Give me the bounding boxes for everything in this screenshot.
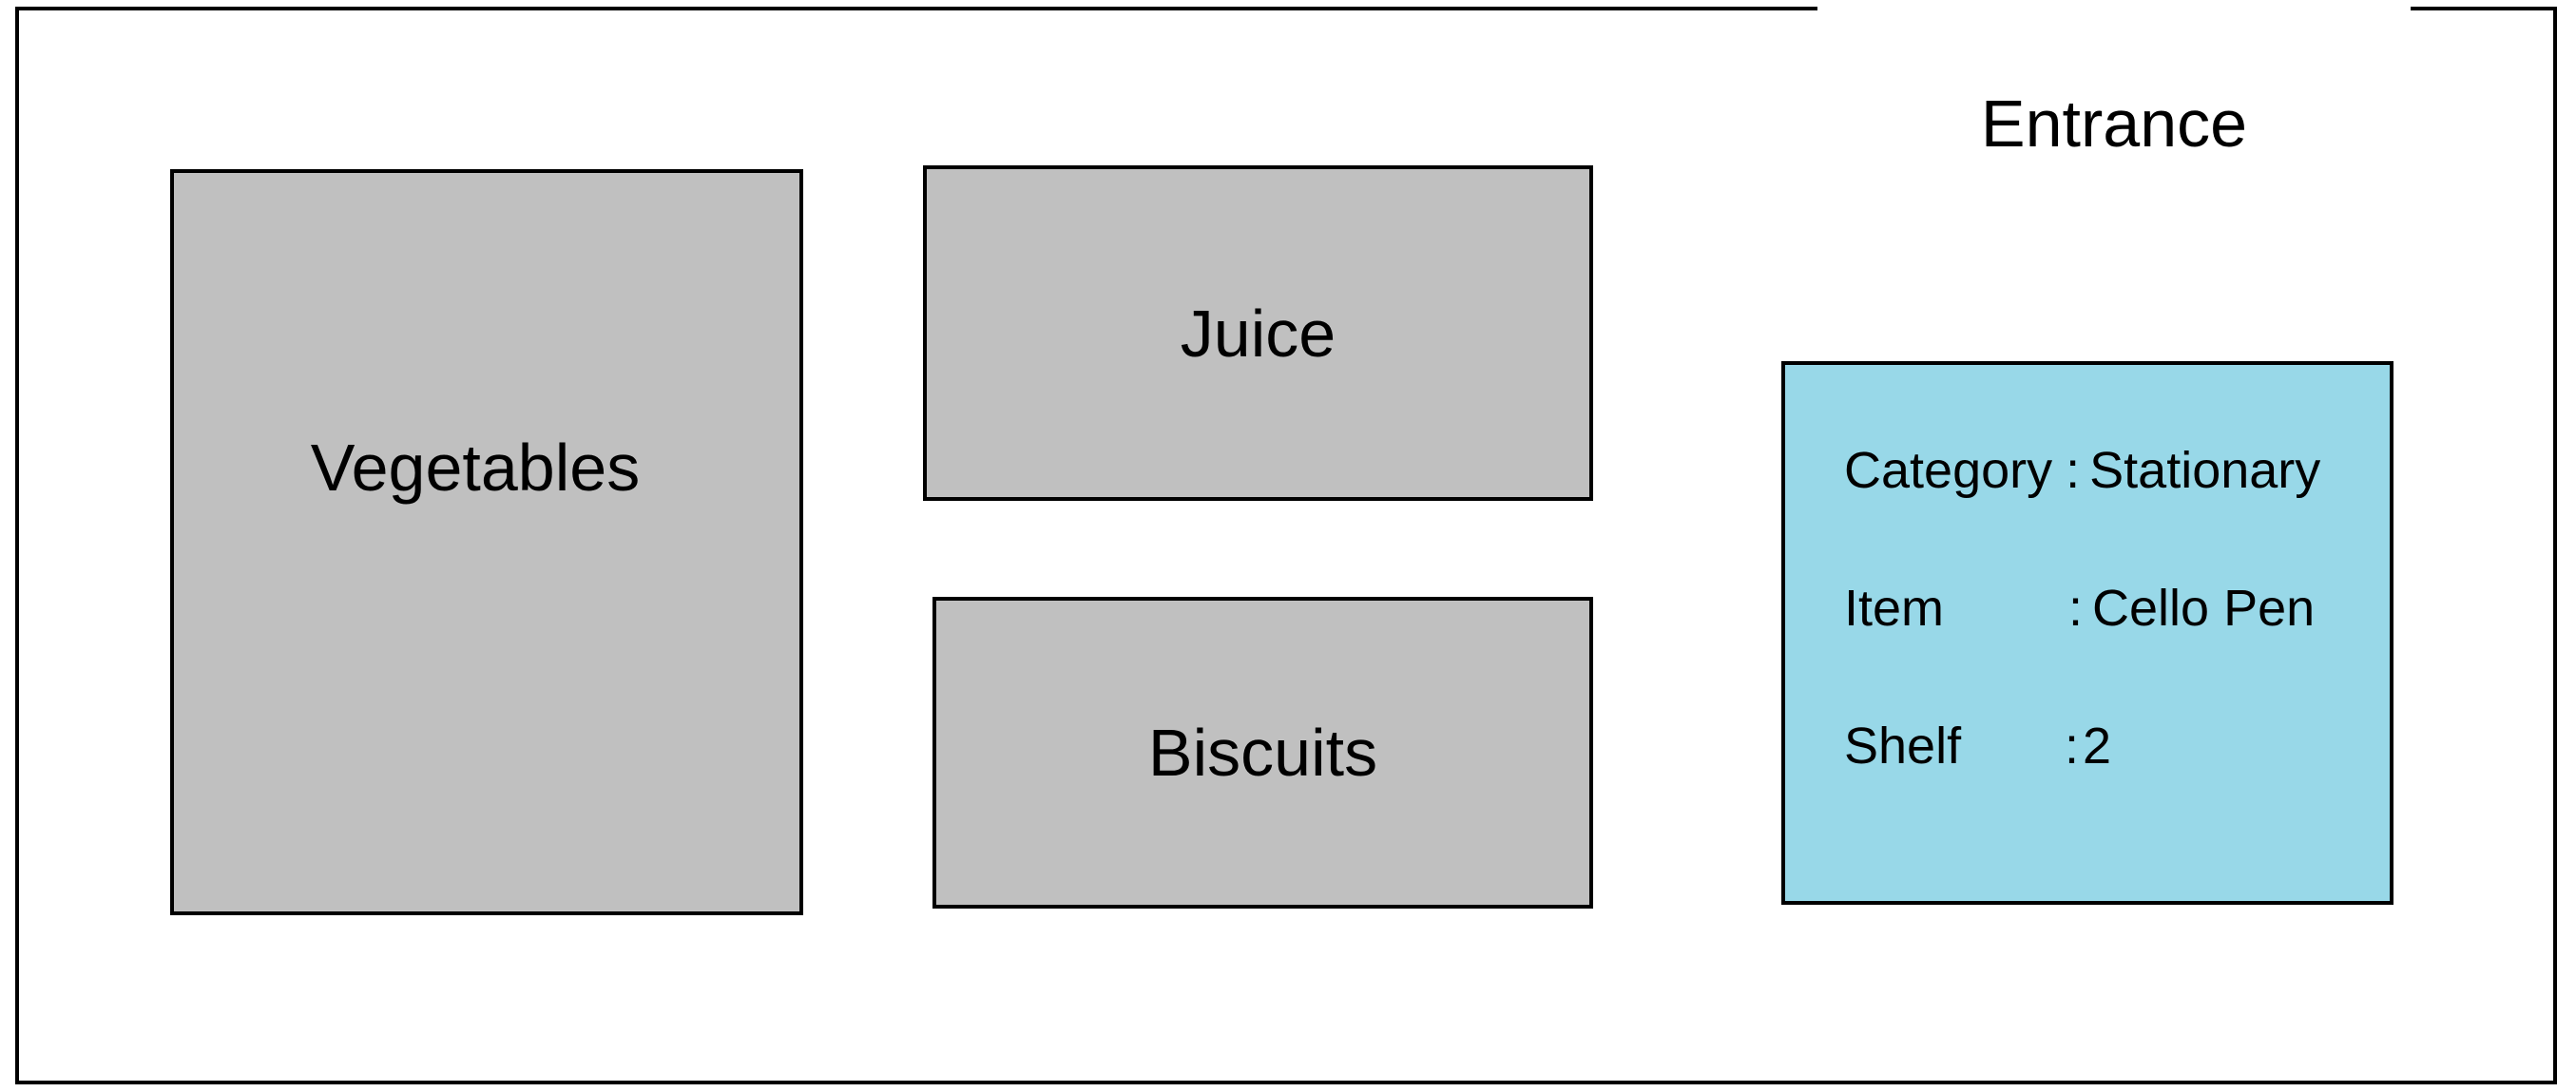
- info-row-shelf: Shelf : 2: [1844, 713, 2376, 779]
- info-value: 2: [2083, 718, 2112, 775]
- info-separator: :: [2068, 580, 2084, 637]
- shelf-vegetables[interactable]: Vegetables: [170, 169, 803, 915]
- shelf-juice[interactable]: Juice: [923, 165, 1593, 501]
- shelf-label: Vegetables: [310, 431, 641, 505]
- item-info-panel: Category : Stationary Item : Cello Pen S…: [1781, 361, 2393, 905]
- shelf-label: Juice: [1180, 296, 1336, 371]
- entrance-label: Entrance: [1980, 86, 2248, 161]
- entrance-opening: [1817, 0, 2411, 15]
- info-separator: :: [2065, 718, 2080, 775]
- store-floor-outline: [15, 7, 2557, 1084]
- shelf-label: Biscuits: [1147, 716, 1378, 790]
- info-label: Item: [1844, 580, 1945, 637]
- info-separator: :: [2066, 442, 2081, 499]
- info-label: Shelf: [1844, 718, 1962, 775]
- info-value: Stationary: [2089, 442, 2321, 499]
- info-row-category: Category : Stationary: [1844, 437, 2376, 504]
- info-label: Category: [1844, 442, 2053, 499]
- info-row-item: Item : Cello Pen: [1844, 575, 2376, 642]
- info-value: Cello Pen: [2092, 580, 2316, 637]
- shelf-biscuits[interactable]: Biscuits: [932, 597, 1593, 909]
